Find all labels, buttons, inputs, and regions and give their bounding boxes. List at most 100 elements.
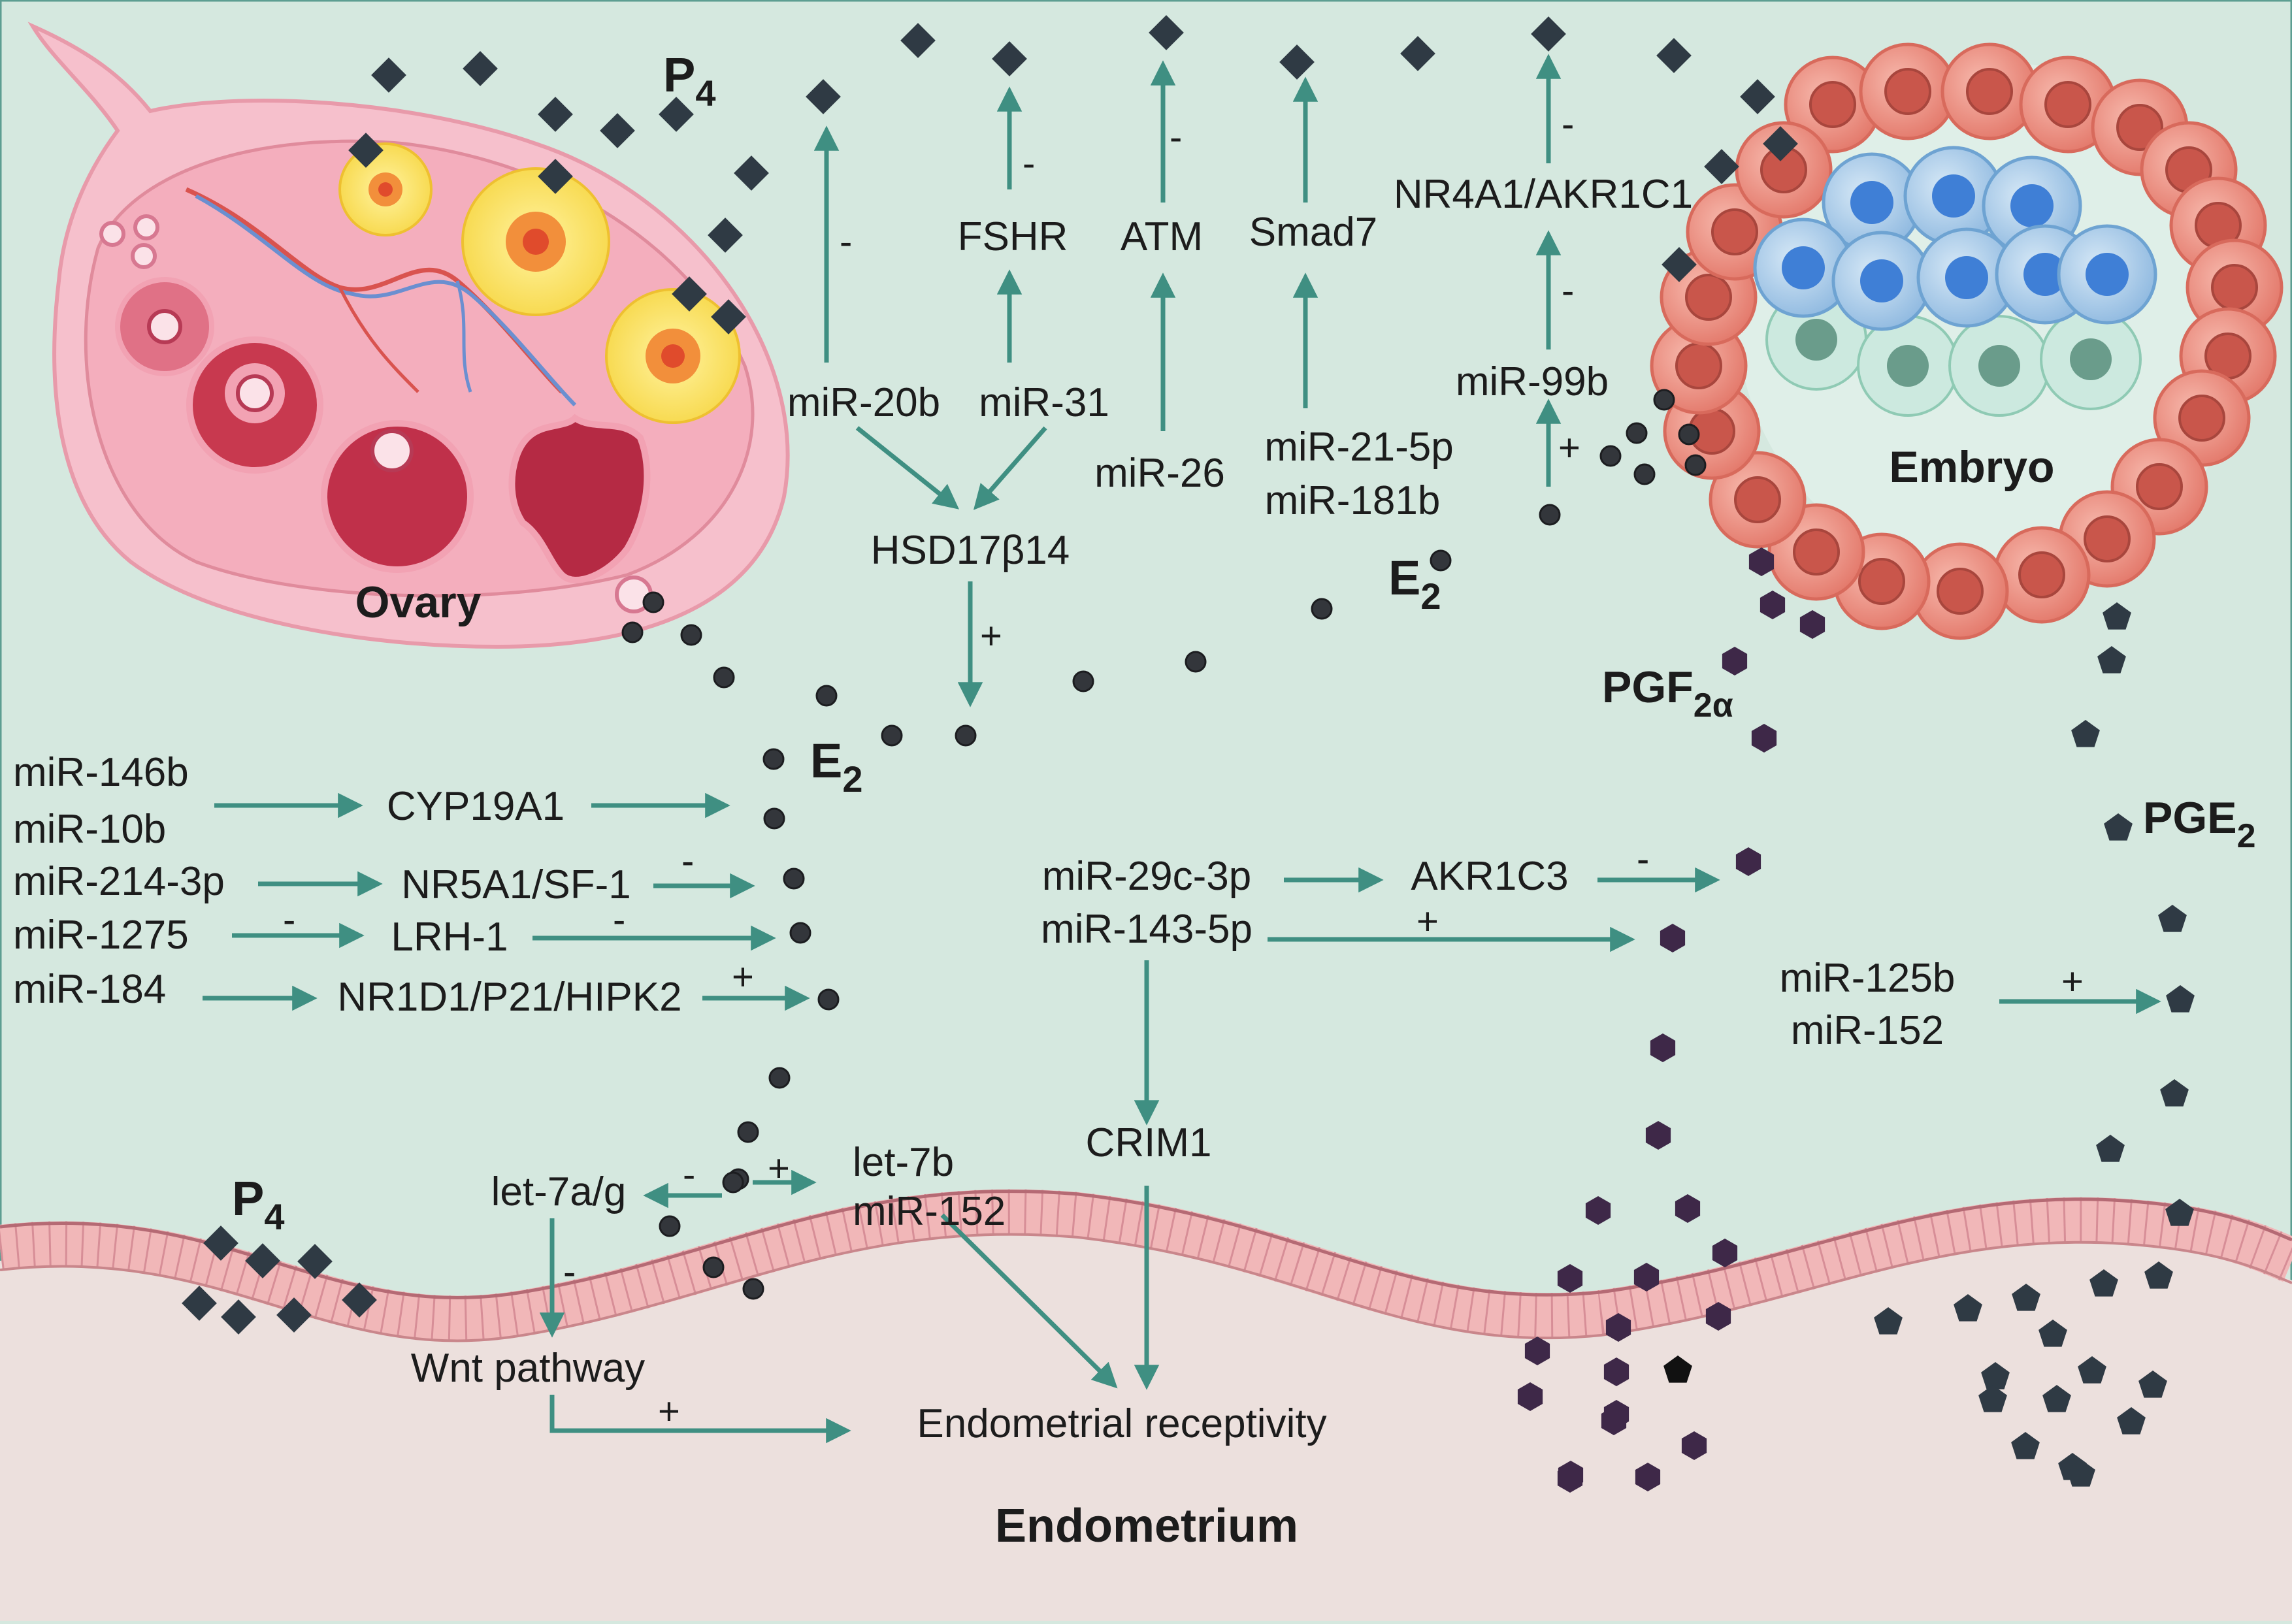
estradiol-dot [1430, 549, 1452, 572]
label-p4-top: P4 [663, 48, 716, 114]
pgf2a-hexagon [1517, 1382, 1543, 1411]
label-p4-bottom: P4 [232, 1171, 285, 1237]
pgf2a-hexagon [1650, 1033, 1676, 1062]
pge2-pentagon [2103, 602, 2131, 630]
estradiol-dot [1311, 598, 1333, 620]
sign-mir125b: + [2061, 960, 2084, 1003]
node-receptivity: Endometrial receptivity [917, 1401, 1326, 1446]
pgf2a-hexagon [1635, 1463, 1661, 1491]
pge2-pentagon [2158, 905, 2187, 932]
sign-hsd: + [980, 615, 1002, 657]
sign-fshr: - [1023, 142, 1035, 185]
node-crim1: CRIM1 [1086, 1120, 1212, 1165]
node-smad7: Smad7 [1249, 210, 1377, 255]
node-wnt: Wnt pathway [411, 1346, 645, 1391]
sign-lrh1: - [613, 899, 625, 941]
ovary-illustration [27, 22, 790, 649]
pge2-pentagon [2165, 1199, 2194, 1226]
pgf2a-hexagon [1705, 1302, 1731, 1331]
label-ovary: Ovary [355, 577, 482, 627]
estradiol-dot [955, 724, 977, 747]
pgf2a-hexagon [1748, 547, 1775, 576]
estradiol-dot [1633, 463, 1656, 485]
node-atm: ATM [1121, 214, 1203, 259]
pge2-pentagon [2097, 646, 2126, 674]
pgf2a-hexagon [1601, 1406, 1627, 1435]
pgf2a-hexagon [1585, 1196, 1611, 1225]
cell-nucleus [2086, 253, 2129, 296]
node-mir29c: miR-29c-3p [1042, 854, 1251, 899]
sign-nr4a1: - [1562, 103, 1574, 146]
cell-nucleus [1734, 476, 1781, 523]
cell-nucleus [1793, 528, 1840, 576]
estradiol-dot [621, 621, 644, 643]
cell-nucleus [2023, 253, 2067, 296]
estradiol-dot [1599, 445, 1622, 467]
sign-let7ag: - [683, 1154, 695, 1196]
node-mir143: miR-143-5p [1041, 907, 1252, 952]
cell-nucleus [2211, 264, 2258, 311]
cell-nucleus [1809, 81, 1856, 128]
estradiol-dot [642, 591, 664, 613]
sign-e2-mir99b: + [1558, 427, 1580, 469]
estradiol-dot [815, 685, 838, 707]
sign-mir20b: - [840, 221, 852, 263]
node-akr1c3: AKR1C3 [1411, 854, 1568, 899]
pgf2a-hexagon [1760, 591, 1786, 619]
estradiol-dot [768, 1067, 791, 1089]
pge2-pentagon [2078, 1356, 2106, 1384]
estradiol-dot [722, 1171, 744, 1194]
regulation-signs: - - - - - + + - - - + - + + - + - + [283, 103, 2084, 1433]
cell-nucleus [1884, 68, 1931, 115]
pge2-pentagon [2166, 985, 2195, 1013]
cell-nucleus [1966, 68, 2013, 115]
label-pgf2a: PGF2α [1602, 662, 1733, 724]
pgf2a-hexagon [1605, 1313, 1631, 1342]
node-let7ag: let-7a/g [491, 1169, 627, 1214]
node-mir152-bottom: miR-152 [853, 1189, 1006, 1234]
node-hsd: HSD17β14 [871, 528, 1070, 573]
sign-nr1d1: + [732, 956, 754, 998]
cell-nucleus [2018, 551, 2065, 598]
cell-nucleus [2084, 515, 2131, 562]
pge2-pentagon [1663, 1356, 1692, 1383]
pgf2a-hexagon [1633, 1263, 1660, 1291]
cell-nucleus [1711, 208, 1758, 255]
estradiol-dot [742, 1278, 764, 1300]
estradiol-dot [737, 1121, 759, 1143]
pge2-pentagon [2096, 1135, 2125, 1162]
estradiol-dot [713, 666, 735, 689]
pge2-pentagon [2117, 1407, 2146, 1435]
node-nr5a1: NR5A1/SF-1 [401, 862, 630, 907]
sign-mir99b: - [1562, 270, 1574, 312]
sign-nr5a1: - [681, 840, 694, 883]
node-nr4a1: NR4A1/AKR1C1 [1394, 172, 1693, 217]
sign-mir1275: - [283, 899, 295, 941]
pge2-pentagon [1874, 1307, 1903, 1335]
cell-nucleus [1782, 246, 1825, 289]
node-mir152-right: miR-152 [1791, 1008, 1944, 1053]
cell-nucleus [2044, 81, 2091, 128]
arrow-mir20b-hsd [855, 426, 960, 510]
label-embryo: Embryo [1889, 442, 2054, 492]
cell-nucleus [1937, 568, 1984, 615]
sign-atm: - [1170, 116, 1182, 159]
node-mir21: miR-21-5p [1264, 425, 1453, 470]
node-mir146b: miR-146b [13, 750, 189, 795]
pgf2a-hexagon [1603, 1357, 1629, 1386]
estradiol-dot [1072, 670, 1094, 692]
estradiol-dot [1185, 651, 1207, 673]
pge2-pentagon [2071, 720, 2100, 747]
cell-nucleus [2010, 184, 2054, 227]
cell-nucleus [2116, 104, 2163, 151]
pgf2a-hexagon [1735, 847, 1761, 876]
pge2-pentagon [2144, 1261, 2173, 1289]
node-mir1275: miR-1275 [13, 913, 189, 958]
pge2-pentagon [2138, 1371, 2167, 1398]
pgf2a-hexagon [1799, 610, 1825, 639]
node-labels: FSHR ATM Smad7 NR4A1/AKR1C1 miR-20b miR-… [13, 172, 1955, 1446]
cell-nucleus [1685, 274, 1732, 321]
pgf2a-hexagon [1751, 724, 1777, 753]
estradiol-dot [659, 1215, 681, 1237]
